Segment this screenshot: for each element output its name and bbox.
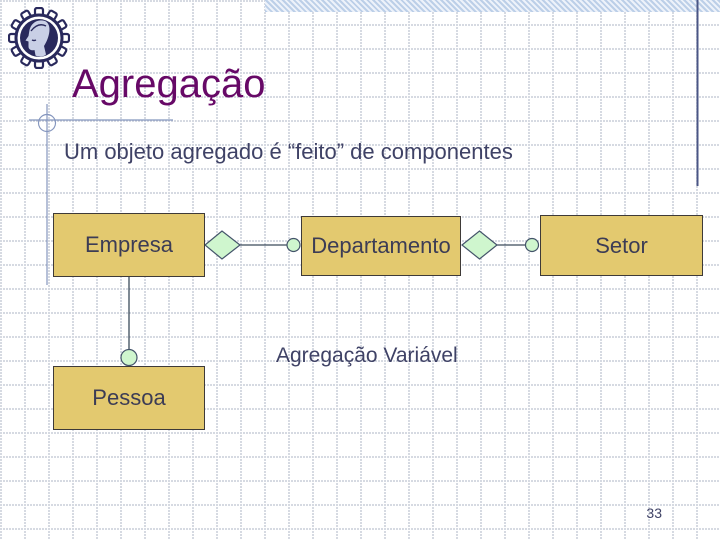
entity-label: Setor	[595, 232, 648, 258]
entity-box-pessoa: Pessoa	[53, 366, 205, 430]
page-number: 33	[646, 505, 662, 521]
entity-box-setor: Setor	[540, 215, 703, 276]
entity-label: Pessoa	[92, 385, 166, 410]
top-border-band	[265, 0, 720, 12]
gear-minerva-logo-icon	[8, 7, 70, 69]
entity-box-departamento: Departamento	[301, 216, 461, 276]
page-title: Agregação	[72, 62, 266, 106]
connection-circle-icon	[286, 237, 301, 253]
entity-box-empresa: Empresa	[53, 213, 205, 277]
aggregation-diamond-icon	[461, 230, 498, 260]
connection-circle-icon	[120, 348, 138, 367]
entity-label: Empresa	[84, 232, 174, 257]
connection-circle-icon	[524, 237, 540, 253]
diagram-caption: Agregação Variável	[276, 344, 458, 367]
slide-subtitle: Um objeto agregado é “feito” de componen…	[64, 139, 513, 164]
aggregation-diamond-icon	[204, 230, 241, 260]
entity-label: Departamento	[311, 233, 451, 258]
compass-circle-icon	[37, 113, 57, 133]
